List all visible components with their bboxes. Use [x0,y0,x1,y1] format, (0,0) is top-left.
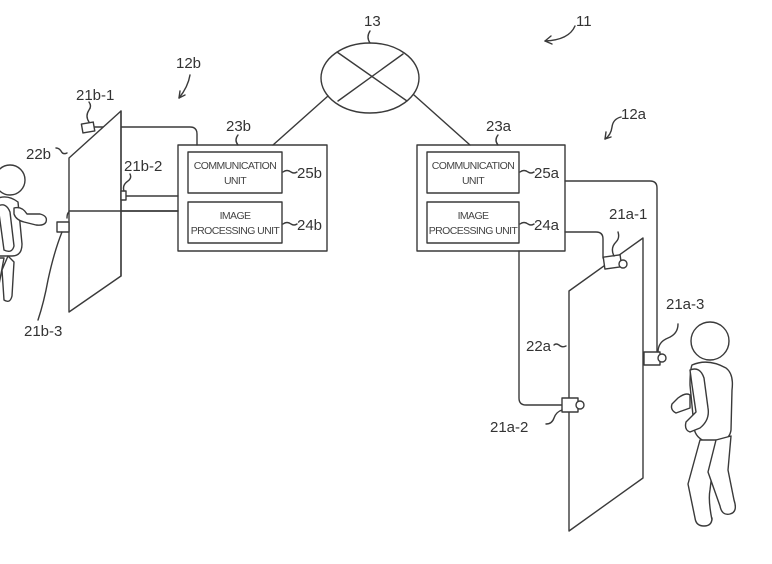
station-12a-arrow [604,116,622,140]
unit-25b-ref: 25b [297,165,322,182]
camera-21b-3 [56,221,70,233]
unit-24a-leader [519,221,535,226]
camera-21b-2-label: 21b-2 [124,158,162,175]
link-network-23b [272,95,329,146]
unit-25a-ref: 25a [534,165,560,182]
door-22a-leader [553,343,567,348]
door-22a-label: 22a [526,338,552,355]
communication-unit-25a-line1: COMMUNICATION [432,160,514,172]
image-processing-unit-24b [187,201,283,244]
image-processing-unit-24b-line2: PROCESSING UNIT [191,225,281,237]
camera-21a-3-leader [657,323,679,353]
network-cloud [320,42,420,114]
camera-21a-1 [602,254,628,270]
wire-21a-2 [518,250,563,406]
controller-23b-box [177,144,328,252]
unit-24b-ref: 24b [297,217,322,234]
door-22b-leader [55,147,68,155]
camera-21b-3-leader [37,231,63,321]
controller-23a-label: 23a [486,118,512,135]
unit-25a-leader [519,169,535,174]
wire-21a-1 [564,231,604,259]
controller-23b-label: 23b [226,118,251,135]
network-ref-label: 13 [364,13,381,30]
communication-unit-25b [187,151,283,194]
communication-unit-25a [426,151,520,194]
network-leader [367,30,371,44]
station-12b-label: 12b [176,55,201,72]
camera-21a-1-leader [611,231,620,257]
wire-21a-3 [564,180,658,353]
controller-23a-box [416,144,566,252]
person-12a [670,321,737,527]
person-12b [0,164,48,303]
system-ref-arrow [544,25,576,42]
wire-21b-1 [89,126,198,146]
camera-21b-3-label: 21b-3 [24,323,62,340]
door-22b-label: 22b [26,146,51,163]
camera-21a-2-leader [545,409,563,425]
image-processing-unit-24a [426,201,520,244]
camera-21a-3 [643,351,667,366]
communication-unit-25b-line2: UNIT [224,175,247,187]
camera-21a-2-label: 21a-2 [490,419,528,436]
camera-21b-2-leader [122,173,132,192]
link-network-23a [413,94,471,146]
camera-21a-1-label: 21a-1 [609,206,647,223]
unit-24a-ref: 24a [534,217,560,234]
door-22a [568,237,644,532]
station-12a-arrowhead [604,131,612,140]
camera-21b-2 [120,190,127,201]
image-processing-unit-24a-line1: IMAGE [458,210,489,222]
system-ref-label: 11 [576,13,592,30]
camera-21b-1-label: 21b-1 [76,87,114,104]
station-12a-label: 12a [621,106,647,123]
image-processing-unit-24b-line1: IMAGE [220,210,251,222]
camera-21b-1 [80,121,96,134]
controller-23a-leader [495,134,499,146]
camera-21a-3-label: 21a-3 [666,296,704,313]
station-12b-arrow [178,74,191,99]
image-processing-unit-24a-line2: PROCESSING UNIT [429,225,519,237]
camera-21a-2 [561,397,585,413]
camera-21b-1-leader [86,101,92,123]
unit-25b-leader [282,169,298,174]
communication-unit-25a-line2: UNIT [462,175,485,187]
communication-unit-25b-line1: COMMUNICATION [194,160,276,172]
system-ref-arrowhead [544,35,553,45]
controller-23b-leader [235,134,239,146]
station-12b-arrowhead [178,90,186,99]
unit-24b-leader [282,221,298,226]
